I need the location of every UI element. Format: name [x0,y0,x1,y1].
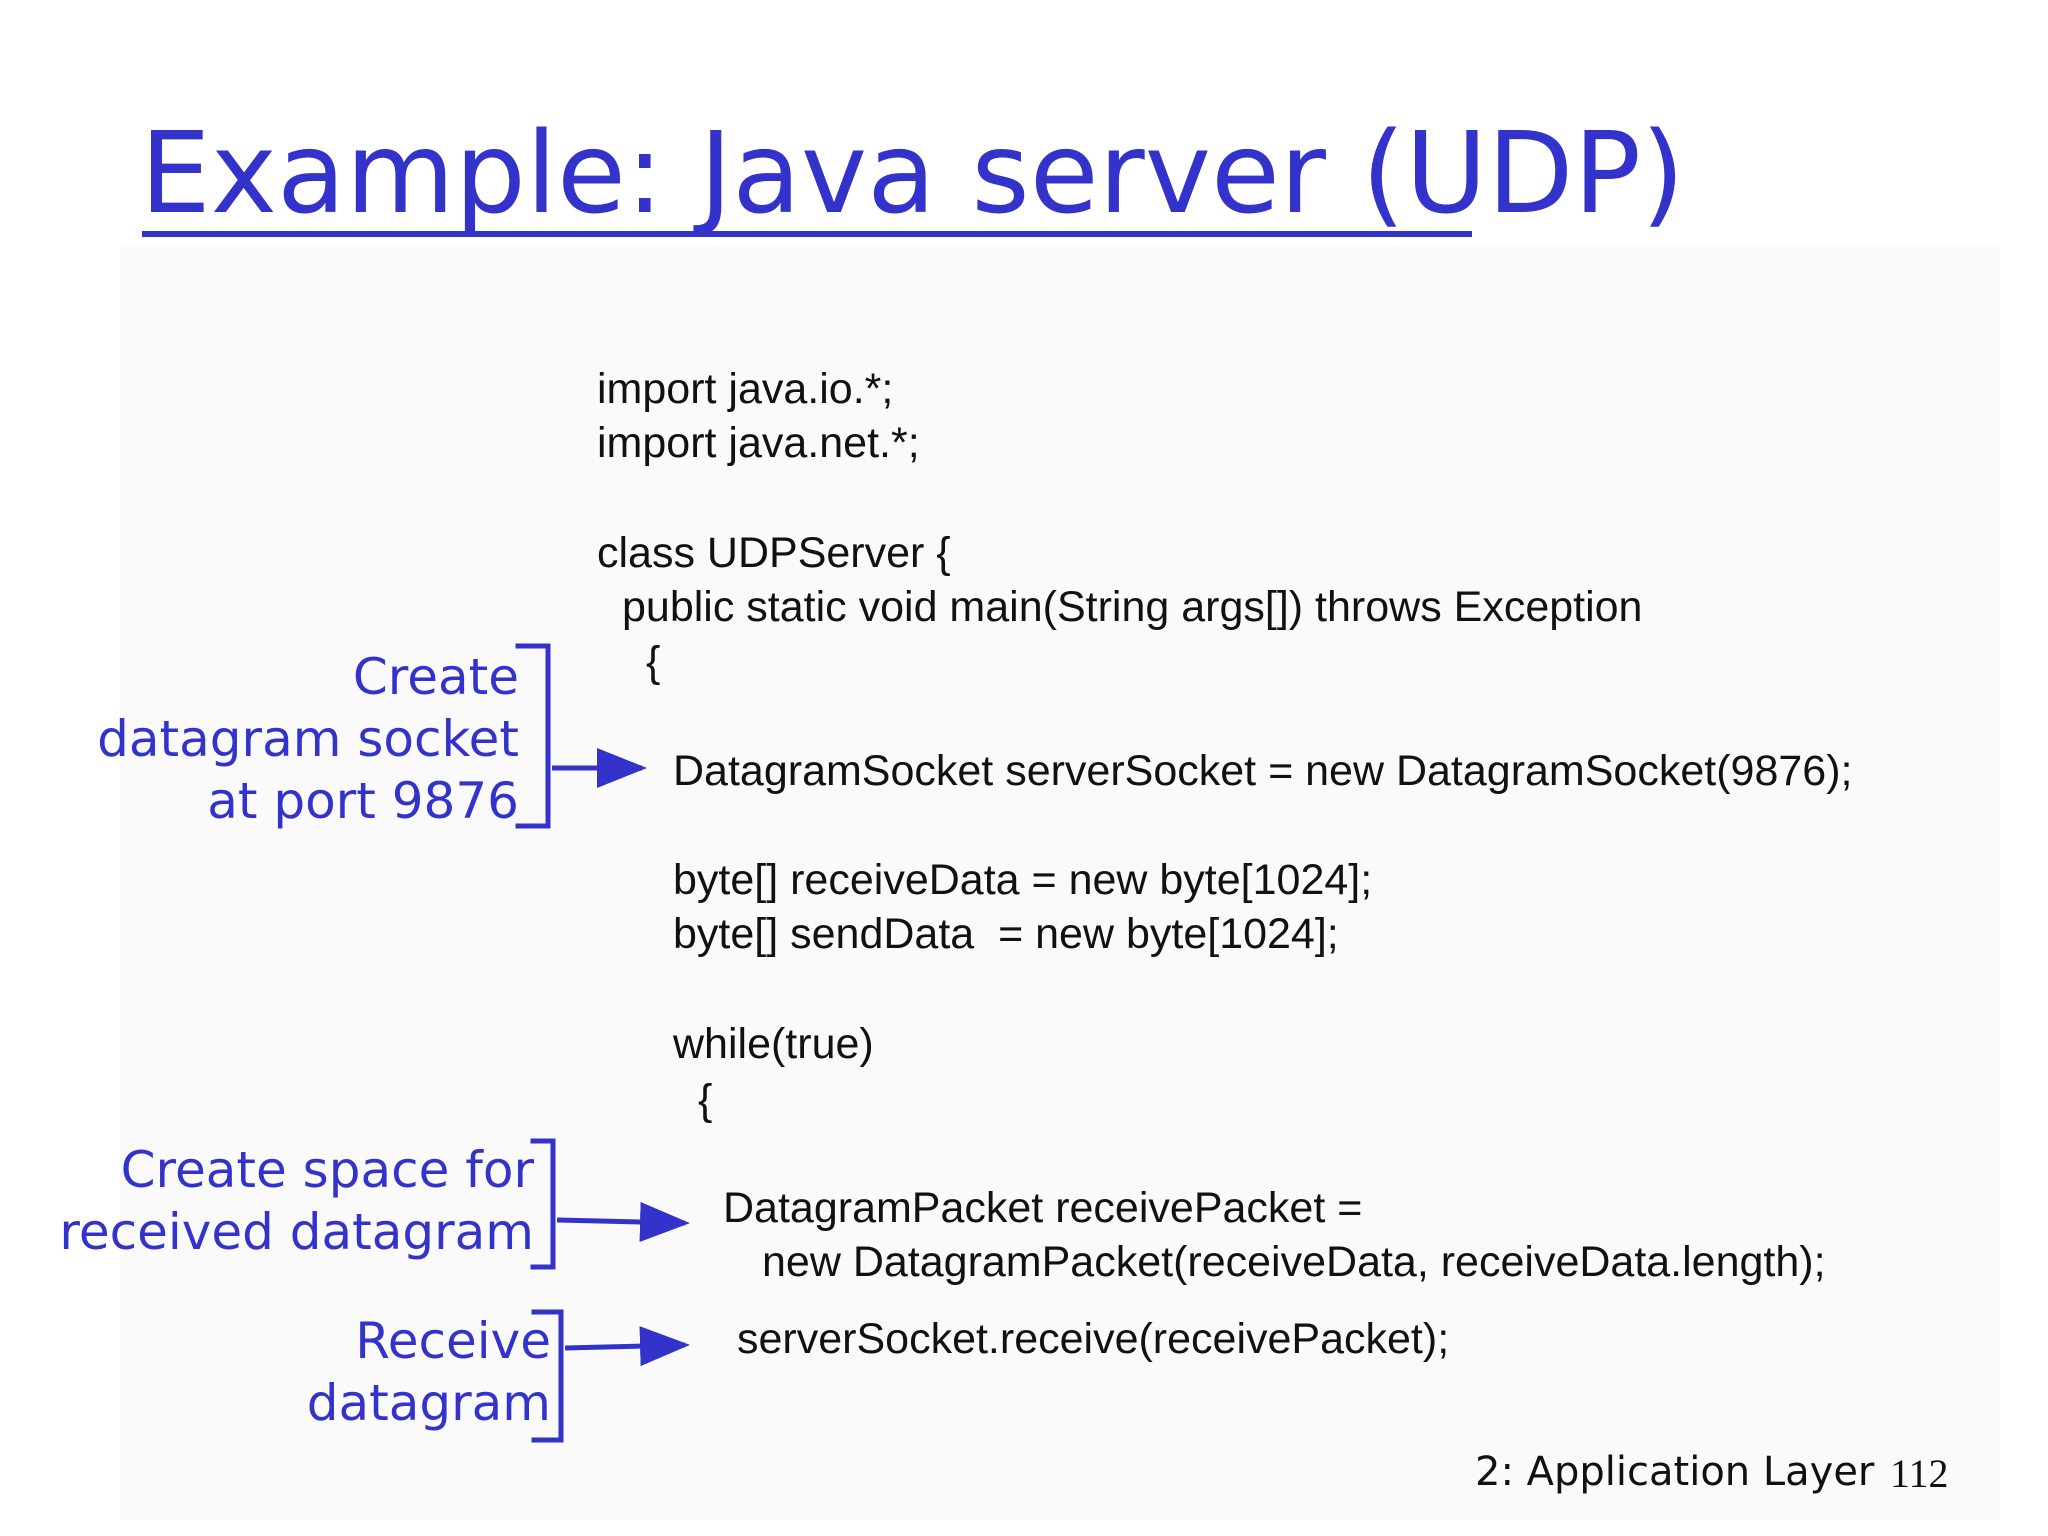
annotation-receive-datagram: Receive datagram [307,1310,551,1434]
annotation-line: datagram [306,1374,551,1432]
code-line-send-data: byte[] sendData = new byte[1024]; [673,910,1339,958]
code-line-receive-data: byte[] receiveData = new byte[1024]; [673,856,1373,904]
annotation-line: Create space for [120,1141,534,1199]
code-line-main-open-brace: { [646,638,661,686]
code-line-datagram-socket: DatagramSocket serverSocket = new Datagr… [673,747,1853,795]
annotation-line: received datagram [59,1203,534,1261]
annotation-line: at port 9876 [207,772,519,830]
page-number: 112 [1890,1451,1949,1496]
code-line-socket-receive: serverSocket.receive(receivePacket); [737,1315,1450,1363]
slide-title: Example: Java server (UDP) [140,109,1685,239]
code-line-receive-packet-new: new DatagramPacket(receiveData, receiveD… [762,1238,1826,1286]
code-line-import-net: import java.net.*; [597,419,920,467]
code-line-main-decl: public static void main(String args[]) t… [622,583,1643,631]
code-line-while-open-brace: { [698,1076,713,1124]
code-line-while: while(true) [673,1020,874,1068]
content-background [120,245,2000,1520]
annotation-create-socket: Create datagram socket at port 9876 [97,646,519,832]
code-line-import-io: import java.io.*; [597,365,894,413]
annotation-line: Create [352,648,519,706]
code-line-class-decl: class UDPServer { [597,529,951,577]
annotation-line: datagram socket [97,710,519,768]
title-underline [142,231,1472,237]
code-line-receive-packet-decl: DatagramPacket receivePacket = [723,1184,1363,1232]
annotation-create-space: Create space for received datagram [59,1139,534,1263]
footer-chapter: 2: Application Layer [1475,1449,1875,1495]
annotation-line: Receive [355,1312,551,1370]
